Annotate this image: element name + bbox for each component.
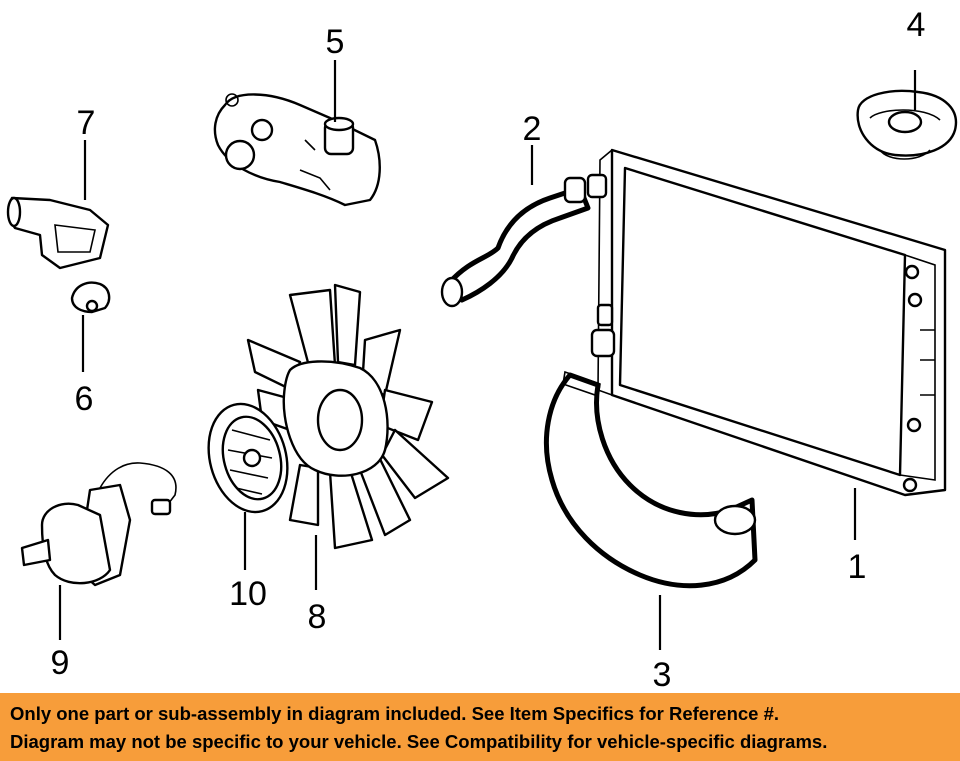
callout-9: 9 <box>51 644 70 682</box>
parts-diagram: 1 2 3 4 5 6 7 8 9 10 <box>6 6 958 693</box>
callout-10: 10 <box>229 575 267 613</box>
callout-8: 8 <box>308 598 327 636</box>
lower-hose-part-3 <box>544 370 758 589</box>
callout-6: 6 <box>75 380 94 418</box>
callout-1: 1 <box>848 548 867 586</box>
fan-motor-part-9 <box>20 462 177 587</box>
disclaimer-banner: Only one part or sub-assembly in diagram… <box>0 693 960 761</box>
radiator-part-1 <box>586 148 947 497</box>
upper-hose-part-2 <box>440 176 591 308</box>
callout-5: 5 <box>326 23 345 61</box>
callout-4: 4 <box>907 6 926 44</box>
thermostat-part-6 <box>70 281 111 314</box>
leader-lines <box>58 60 917 650</box>
callout-2: 2 <box>523 110 542 148</box>
disclaimer-line-2: Diagram may not be specific to your vehi… <box>10 731 828 752</box>
radiator-cap-part-4 <box>856 89 958 160</box>
fan-blade-part-8 <box>246 283 450 550</box>
callout-3: 3 <box>653 656 672 693</box>
thermostat-housing-part-7 <box>6 196 110 270</box>
callout-labels: 1 2 3 4 5 6 7 8 9 10 <box>51 6 926 693</box>
fan-clutch-part-10 <box>207 402 289 514</box>
callout-7: 7 <box>77 104 96 142</box>
water-pump-part-5 <box>213 93 381 207</box>
disclaimer-line-1: Only one part or sub-assembly in diagram… <box>10 703 780 724</box>
